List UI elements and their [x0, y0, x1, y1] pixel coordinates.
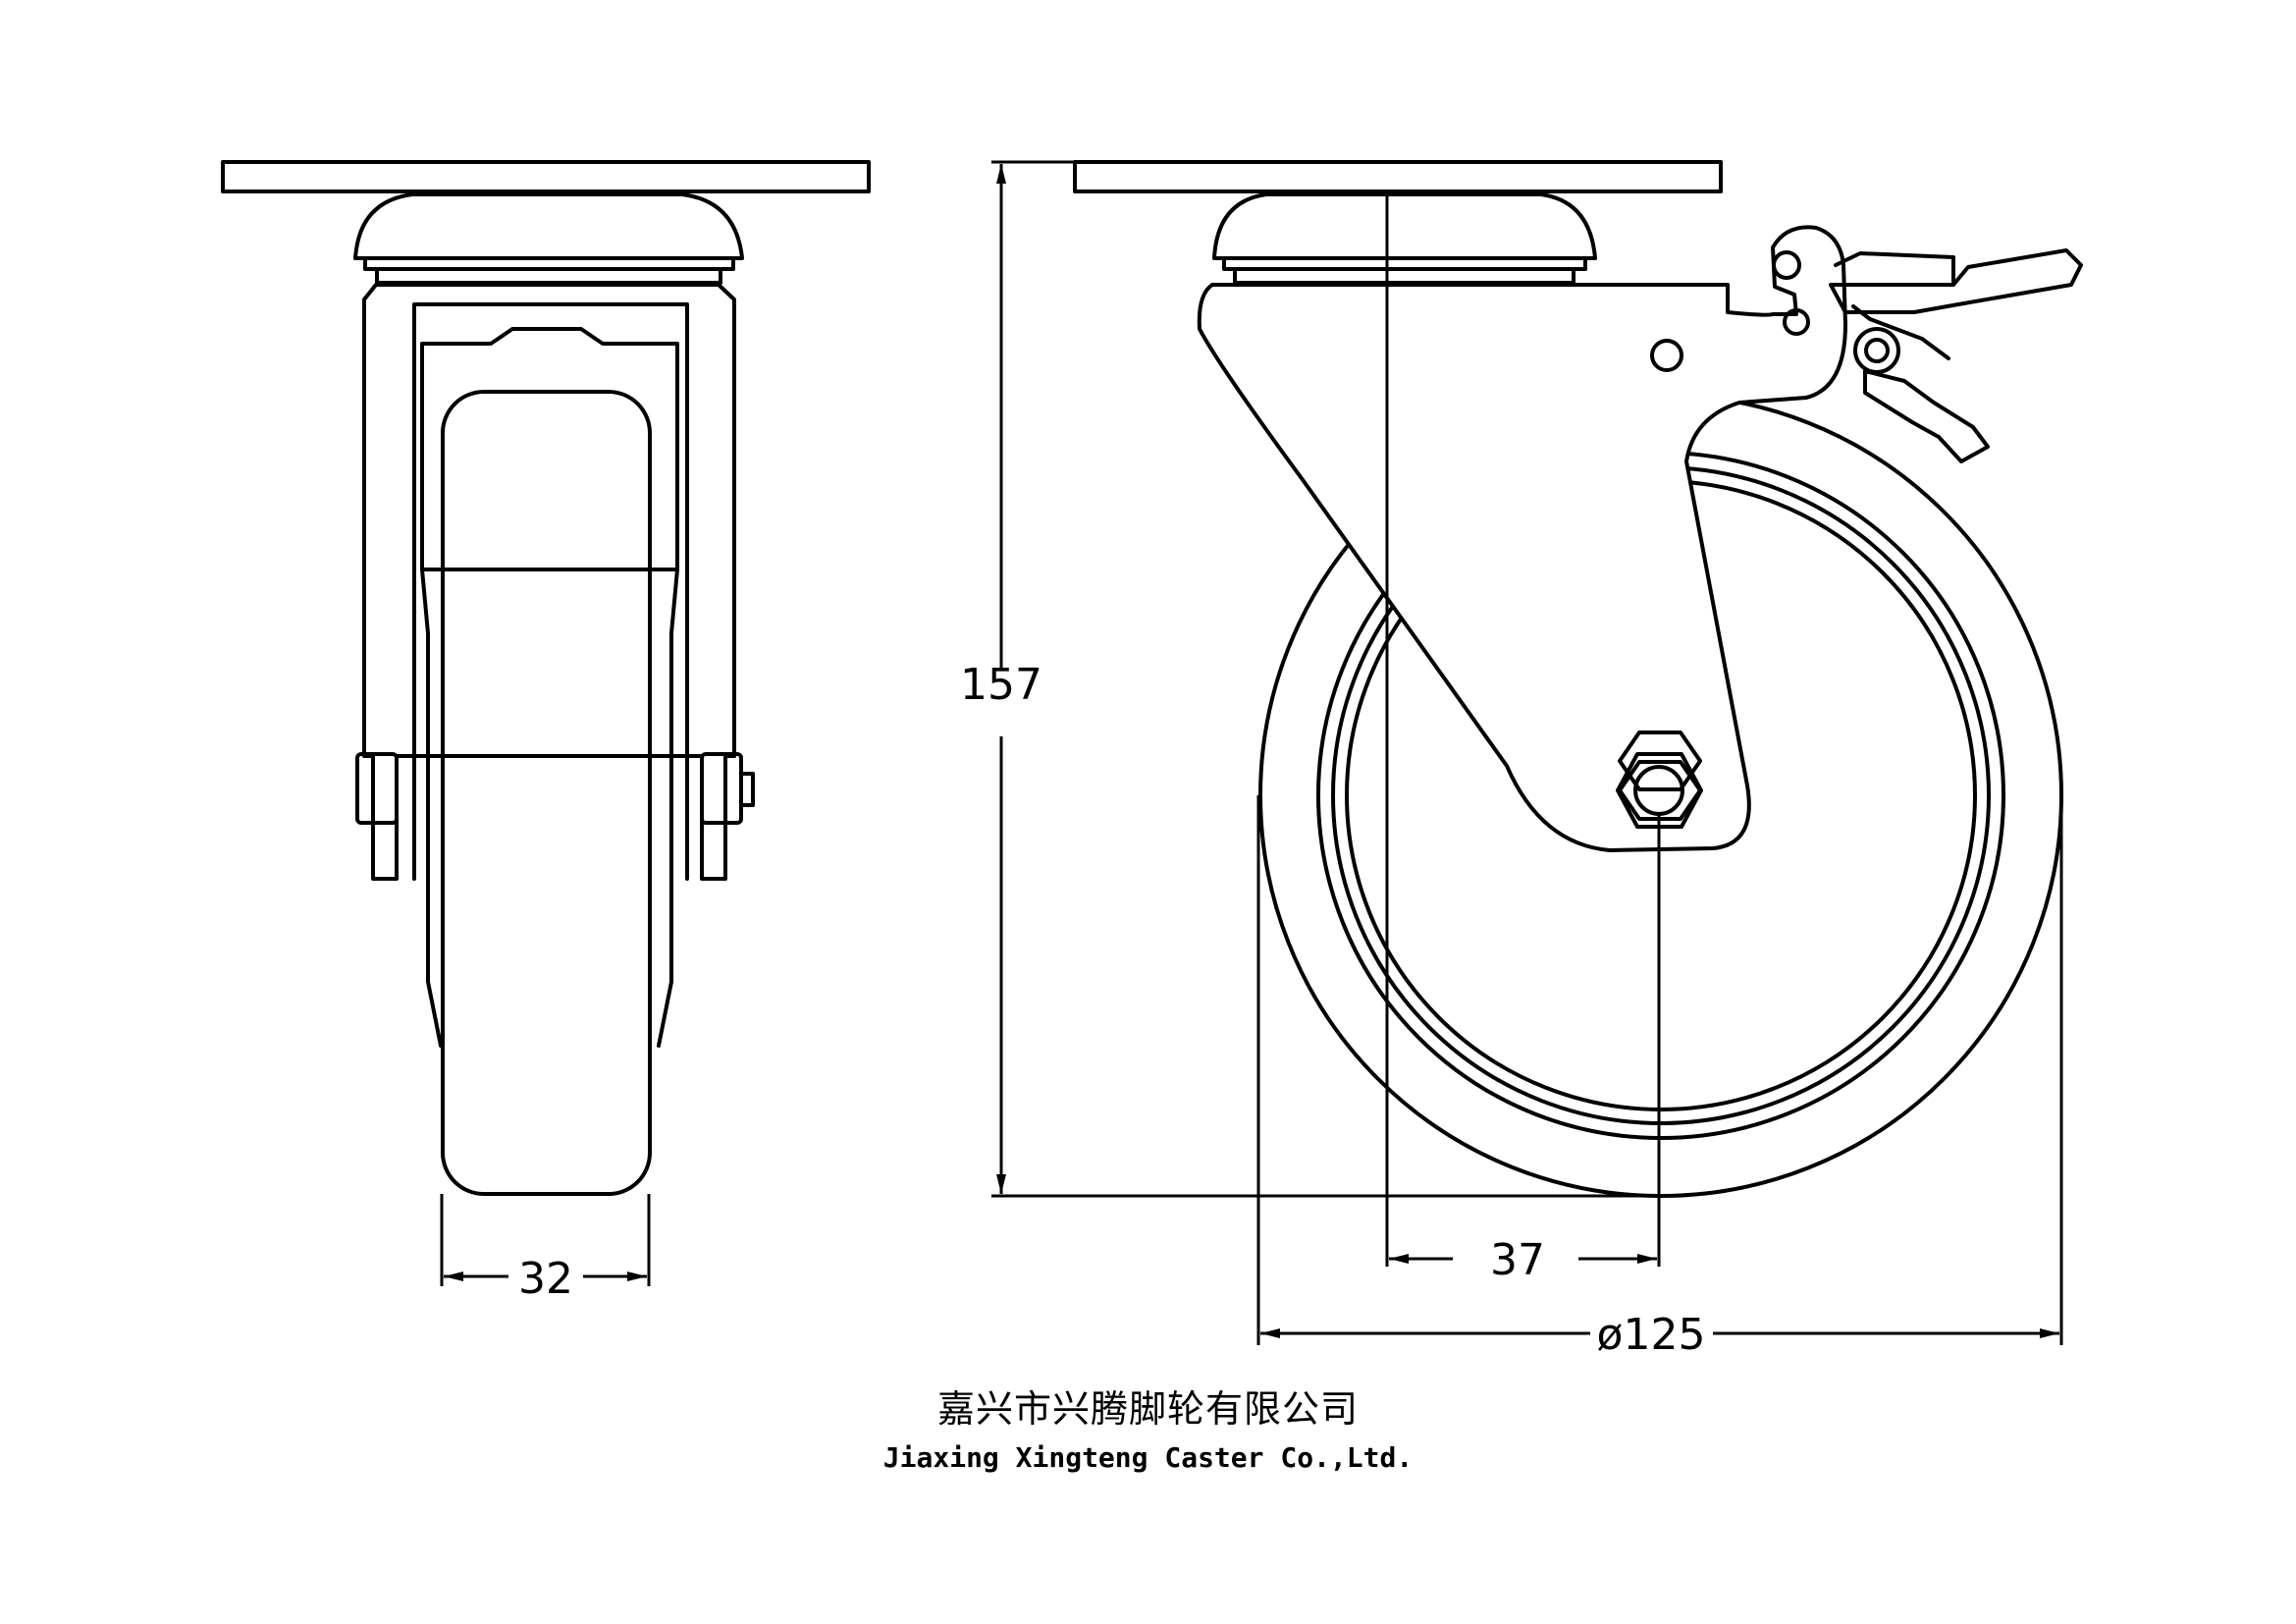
front-view: 32 — [221, 160, 871, 1304]
diameter-dimension-label: ø125 — [1597, 1310, 1706, 1360]
company-name-chinese: 嘉兴市兴腾脚轮有限公司 — [936, 1387, 1359, 1431]
offset-dimension-label: 37 — [1490, 1235, 1545, 1285]
side-view: 157 37 ø125 — [960, 160, 2083, 1360]
company-name-english: Jiaxing Xingteng Caster Co.,Ltd. — [882, 1441, 1414, 1474]
height-dimension-label: 157 — [960, 660, 1042, 710]
width-dimension-label: 32 — [518, 1254, 573, 1304]
